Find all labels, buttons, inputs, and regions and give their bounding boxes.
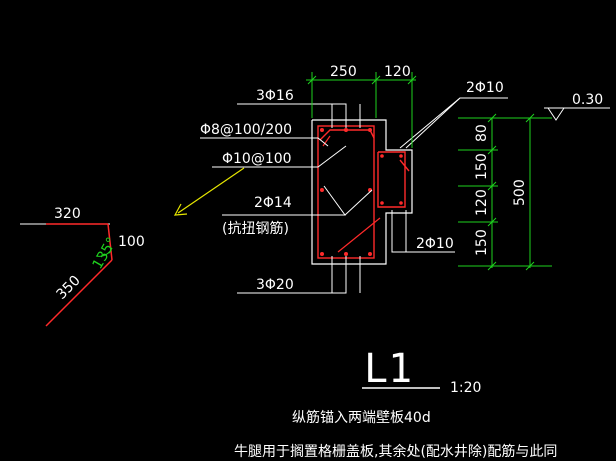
dim-side — [458, 113, 552, 271]
dim-top — [306, 72, 417, 148]
label-corbel-top-bars: 2Φ10 — [466, 80, 504, 96]
dim-side-2: 150 — [474, 153, 490, 180]
label-stirrup-2: Φ10@100 — [222, 151, 292, 167]
section-scale: 1:20 — [450, 380, 481, 396]
label-torsion-bars: 2Φ14 — [254, 195, 292, 211]
label-corbel-bottom-bars: 2Φ10 — [416, 236, 454, 252]
note-1: 纵筋锚入两端壁板40d — [292, 409, 431, 426]
beam-outline — [311, 119, 413, 265]
dim-side-1: 80 — [474, 124, 490, 142]
label-elevation: 0.30 — [572, 92, 603, 108]
dim-side-4: 150 — [474, 229, 490, 256]
label-torsion-note: (抗扭钢筋) — [222, 220, 289, 237]
stirrup-hooks — [322, 135, 381, 253]
elevation-marker — [544, 107, 610, 121]
hook-length-right: 100 — [118, 234, 145, 250]
hook-length-diag: 350 — [54, 273, 84, 303]
label-bottom-bars: 3Φ20 — [256, 277, 294, 293]
dim-top-right: 120 — [384, 64, 411, 80]
label-stirrup-1: Φ8@100/200 — [200, 122, 292, 138]
dim-top-left: 250 — [330, 64, 357, 80]
hook-angle: 135° — [90, 235, 121, 272]
dim-side-3: 120 — [474, 189, 490, 216]
section-name: L1 — [364, 346, 412, 392]
stirrup-main — [317, 125, 375, 259]
hook-detail — [20, 223, 113, 327]
note-2: 牛腿用于搁置格栅盖板,其余处(配水井除)配筋与此同 — [234, 443, 557, 460]
leader-lines — [200, 97, 508, 294]
dim-side-total: 500 — [512, 179, 528, 206]
yellow-arrow — [173, 167, 245, 216]
rebar-dots — [320, 128, 403, 256]
hook-length-top: 320 — [54, 206, 81, 222]
label-top-bars: 3Φ16 — [256, 88, 294, 104]
stirrup-corbel — [377, 151, 410, 208]
